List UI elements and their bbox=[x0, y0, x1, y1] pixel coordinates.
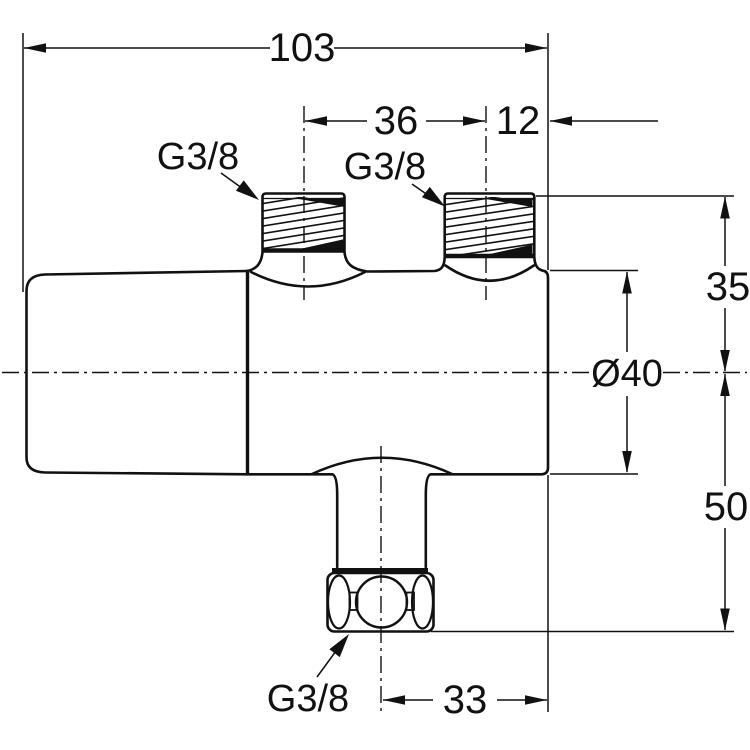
leader-arrow-icon bbox=[235, 180, 259, 200]
body-outline bbox=[246, 192, 550, 569]
port-edge-offset-value: 12 bbox=[496, 99, 541, 143]
ports-above-axis-value: 35 bbox=[706, 265, 750, 309]
body-diameter-value: Ø40 bbox=[591, 353, 663, 395]
arrow-left-icon bbox=[24, 43, 46, 53]
hex-nut-right-facet bbox=[410, 574, 435, 630]
arrow-up-icon bbox=[720, 374, 730, 396]
outlet-below-axis-value: 50 bbox=[704, 485, 749, 529]
dimension-ports-above-axis: 35 bbox=[706, 196, 750, 372]
leader-arrow-icon bbox=[329, 634, 349, 658]
right-port-thread-label: G3/8 bbox=[344, 146, 426, 188]
hex-nut-facet-edge-right bbox=[405, 591, 415, 611]
dimension-outlet-below-axis: 50 bbox=[704, 374, 749, 631]
outlet-offset-value: 33 bbox=[443, 678, 488, 722]
arrow-left-icon bbox=[305, 116, 327, 126]
arrow-up-icon bbox=[622, 271, 632, 294]
arrow-right-icon bbox=[463, 116, 485, 126]
left-port-base-arc bbox=[249, 270, 367, 288]
neck-left-outline bbox=[246, 473, 339, 569]
arrow-down-icon bbox=[720, 608, 730, 631]
overall-width-value: 103 bbox=[269, 26, 336, 70]
arrow-up-icon bbox=[720, 196, 730, 219]
dimension-overall-width: 103 bbox=[24, 26, 547, 70]
arrow-right-icon bbox=[525, 695, 547, 705]
right-threaded-port bbox=[443, 197, 536, 259]
arrow-left-icon bbox=[383, 695, 405, 705]
centerlines bbox=[2, 106, 747, 714]
hex-nut-facet-edge-left bbox=[348, 591, 359, 611]
arrow-down-icon bbox=[622, 451, 632, 473]
right-port-thread-label-group: G3/8 bbox=[344, 146, 445, 207]
left-port-thread-label-group: G3/8 bbox=[157, 136, 259, 200]
dimension-body-diameter: Ø40 bbox=[591, 271, 663, 473]
arrow-left-icon bbox=[550, 116, 572, 126]
dimension-port-edge-offset: 12 bbox=[496, 99, 658, 143]
outlet-dome-arc bbox=[310, 456, 454, 476]
outlet-thread-label: G3/8 bbox=[267, 678, 349, 720]
extension-lines bbox=[22, 33, 734, 712]
arrow-down-icon bbox=[720, 350, 730, 372]
outlet-thread-label-group: G3/8 bbox=[267, 634, 349, 720]
outlet-leader-line bbox=[316, 650, 337, 678]
port-spacing-value: 36 bbox=[374, 99, 419, 143]
left-port-thread-label: G3/8 bbox=[157, 136, 239, 178]
handle-outline bbox=[25, 269, 249, 476]
right-port-base-arc bbox=[444, 264, 536, 282]
dimension-port-spacing: 36 bbox=[305, 99, 485, 143]
dimension-outlet-offset: 33 bbox=[383, 678, 547, 722]
leader-arrow-icon bbox=[421, 186, 445, 207]
arrow-right-icon bbox=[525, 43, 547, 53]
